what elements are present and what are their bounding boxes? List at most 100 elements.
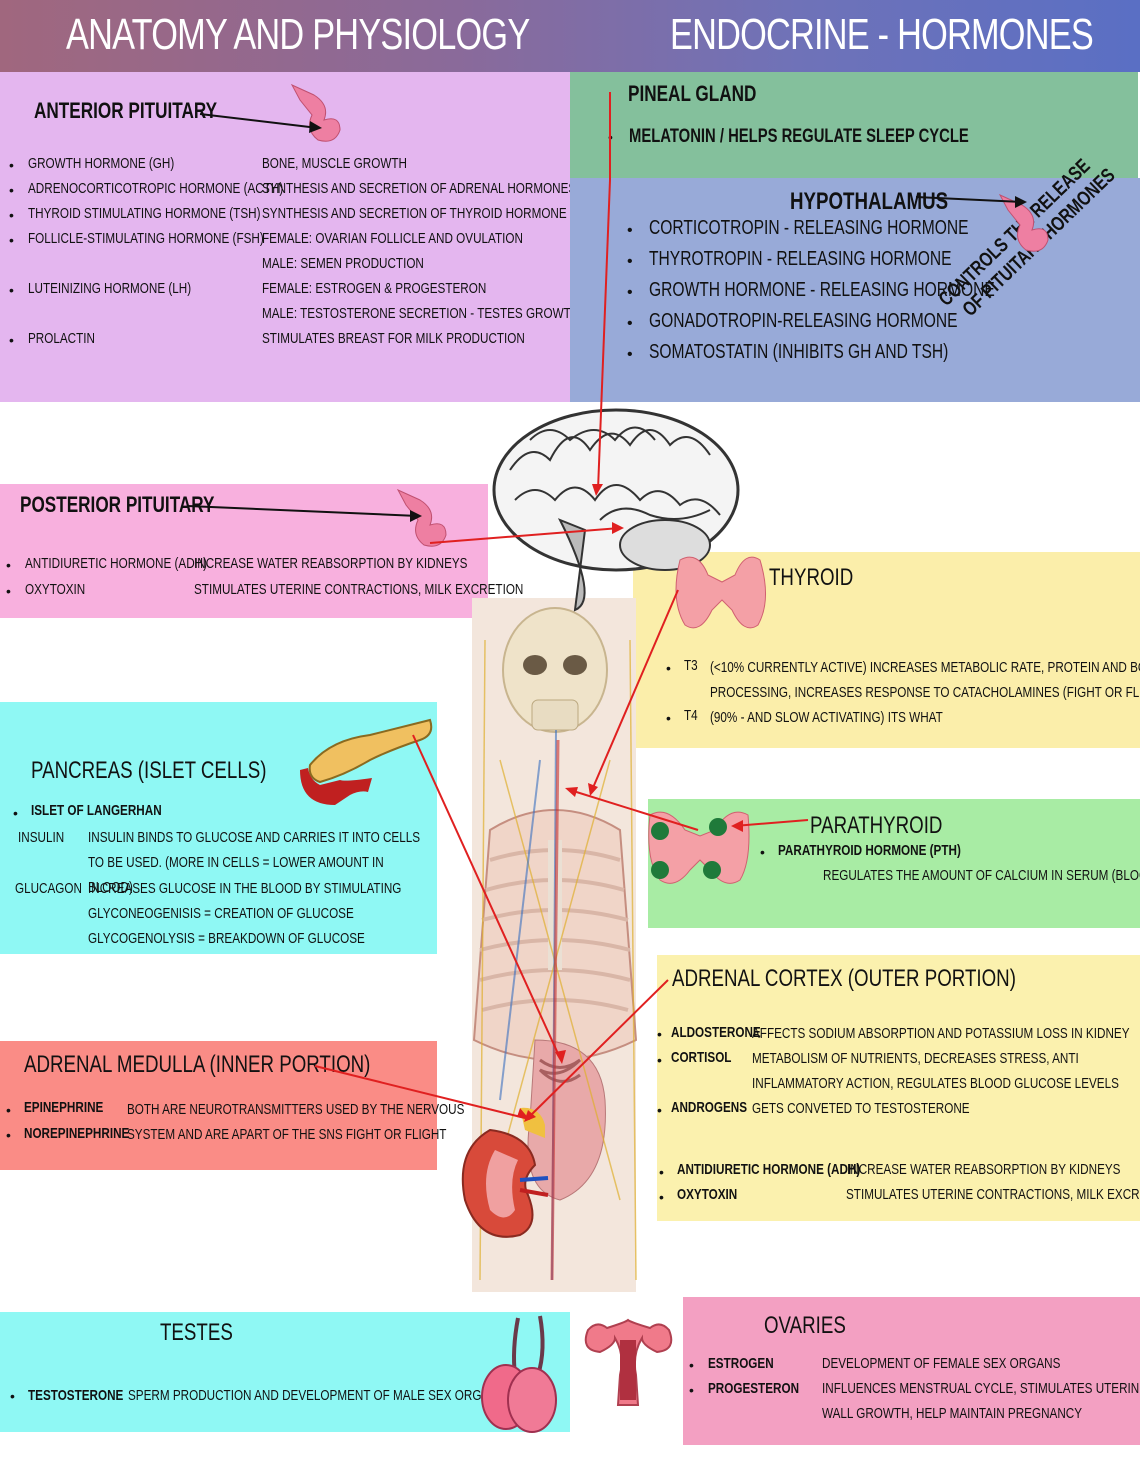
hypothalamus-item: GONADOTROPIN-RELEASING HORMONE	[649, 310, 958, 332]
ovaries-title: OVARIES	[764, 1312, 846, 1339]
uterus-icon	[584, 1318, 673, 1406]
posterior-row-name: OXYTOXIN	[25, 581, 86, 598]
thyroid-row-desc: (90% - AND SLOW ACTIVATING) ITS WHAT	[710, 709, 943, 726]
posterior-pituitary-title: POSTERIOR PITUITARY	[20, 492, 215, 517]
bullet-icon: •	[9, 182, 14, 198]
adrenal-cortex-row-name: ANDROGENS	[671, 1099, 748, 1116]
adrenal-medulla-row-name: EPINEPHRINE	[24, 1099, 104, 1116]
parathyroid-desc: REGULATES THE AMOUNT OF CALCIUM IN SERUM…	[823, 867, 1140, 884]
pancreas-row-desc: GLYCONEOGENISIS = CREATION OF GLUCOSE	[88, 905, 354, 922]
adrenal-medulla-row-desc: BOTH ARE NEUROTRANSMITTERS USED BY THE N…	[127, 1101, 465, 1118]
anterior-row-desc: STIMULATES BREAST FOR MILK PRODUCTION	[262, 330, 525, 347]
ovaries-row-name: PROGESTERON	[708, 1380, 800, 1397]
pancreas-row-desc: BLOOD)	[88, 879, 133, 896]
pineal-item: MELATONIN / HELPS REGULATE SLEEP CYCLE	[629, 126, 969, 147]
anterior-row-desc: SYNTHESIS AND SECRETION OF THYROID HORMO…	[262, 205, 567, 222]
testes-row-name: TESTOSTERONE	[28, 1387, 124, 1404]
ovaries-row-desc: INFLUENCES MENSTRUAL CYCLE, STIMULATES U…	[822, 1380, 1140, 1397]
adrenal-cortex-row-desc: INFLAMMATORY ACTION, REGULATES BLOOD GLU…	[752, 1075, 1119, 1092]
thyroid-gland-icon	[675, 556, 767, 629]
pineal-gland-panel: PINEAL GLAND • MELATONIN / HELPS REGULAT…	[570, 72, 1138, 178]
adrenal-cortex-row-name: ALDOSTERONE	[671, 1024, 761, 1041]
bullet-icon: •	[689, 1382, 694, 1398]
anterior-row-desc: MALE: SEMEN PRODUCTION	[262, 255, 424, 272]
posterior-row-desc: STIMULATES UTERINE CONTRACTIONS, MILK EX…	[194, 581, 524, 598]
pituitary-gland-icon	[998, 193, 1049, 252]
thyroid-row-desc: PROCESSING, INCREASES RESPONSE TO CATACH…	[710, 684, 1140, 701]
adrenal-cortex-title: ADRENAL CORTEX (OUTER PORTION)	[672, 965, 1016, 992]
anterior-row-name: GROWTH HORMONE (GH)	[28, 155, 175, 172]
posterior-pituitary-panel: POSTERIOR PITUITARY • • ANTIDIURETIC HOR…	[0, 484, 523, 618]
ovaries-row-desc: DEVELOPMENT OF FEMALE SEX ORGANS	[822, 1355, 1061, 1372]
pancreas-icon	[300, 718, 433, 805]
hypothalamus-item: THYROTROPIN - RELEASING HORMONE	[649, 248, 952, 270]
ovaries-row-name: ESTROGEN	[708, 1355, 774, 1372]
adrenal-cortex-row-desc: INCREASE WATER REABSORPTION BY KIDNEYS	[847, 1161, 1121, 1178]
bullet-icon: •	[6, 583, 11, 599]
posterior-row-desc: INCREASE WATER REABSORPTION BY KIDNEYS	[194, 555, 468, 572]
anterior-pituitary-title: ANTERIOR PITUITARY	[34, 98, 218, 123]
bullet-icon: •	[689, 1357, 694, 1373]
black-arrows	[187, 113, 1024, 517]
testes-panel: TESTES • TESTOSTERONE SPERM PRODUCTION A…	[0, 1312, 570, 1432]
testes-title: TESTES	[160, 1319, 233, 1346]
bullet-icon: •	[9, 207, 14, 223]
anterior-row-desc: BONE, MUSCLE GROWTH	[262, 155, 407, 172]
arrow-heads-red	[517, 484, 743, 1122]
bullet-icon: •	[6, 1102, 11, 1118]
pituitary-gland-icon	[396, 488, 447, 547]
pancreas-row-desc: INSULIN BINDS TO GLUCOSE AND CARRIES IT …	[88, 829, 421, 846]
bullet-icon: •	[657, 1102, 662, 1118]
anterior-pituitary-panel: ANTERIOR PITUITARY GROWTH HORMONE (GH) B…	[0, 72, 579, 402]
hypothalamus-item: SOMATOSTATIN (INHIBITS GH AND TSH)	[649, 341, 949, 363]
hypothalamus-item: CORTICOTROPIN - RELEASING HORMONE	[649, 217, 969, 239]
arrow-heads	[309, 121, 1027, 522]
posterior-row-name: ANTIDIURETIC HORMONE (ADH)	[25, 555, 207, 572]
adrenal-cortex-row-desc: GETS CONVETED TO TESTOSTERONE	[752, 1100, 970, 1117]
bullet-icon: •	[6, 557, 11, 573]
adrenal-medulla-row-desc: SYSTEM AND ARE APART OF THE SNS FIGHT OR…	[127, 1126, 447, 1143]
anterior-row-name: ADRENOCORTICOTROPIC HORMONE (ACTH)	[28, 180, 284, 197]
bullet-icon: •	[13, 805, 18, 821]
thyroid-row-name: T4	[684, 707, 698, 724]
anterior-row-desc: FEMALE: ESTROGEN & PROGESTERON	[262, 280, 487, 297]
adrenal-medulla-row-name: NOREPINEPHRINE	[24, 1125, 130, 1142]
hypothalamus-title: HYPOTHALAMUS	[790, 188, 949, 215]
bullet-icon: •	[657, 1052, 662, 1068]
adrenal-cortex-row-desc: STIMULATES UTERINE CONTRACTIONS, MILK EX…	[846, 1186, 1140, 1203]
pancreas-row-desc: INCREASES GLUCOSE IN THE BLOOD BY STIMUL…	[88, 880, 402, 897]
bullet-icon: •	[627, 253, 633, 270]
parathyroid-title: PARATHYROID	[810, 812, 943, 839]
pancreas-row-desc: GLYCOGENOLYSIS = BREAKDOWN OF GLUCOSE	[88, 930, 365, 947]
adrenal-cortex-row-name: CORTISOL	[671, 1049, 732, 1066]
bullet-icon: •	[9, 232, 14, 248]
thyroid-title: THYROID	[769, 564, 854, 591]
parathyroid-gland-icon	[648, 811, 750, 884]
bullet-icon: •	[760, 844, 765, 860]
bullet-icon: •	[9, 157, 14, 173]
testes-row-desc: SPERM PRODUCTION AND DEVELOPMENT OF MALE…	[128, 1387, 498, 1404]
bullet-icon: •	[6, 1127, 11, 1143]
bullet-icon: •	[659, 1189, 664, 1205]
ovaries-panel: OVARIES • • ESTROGEN DEVELOPMENT OF FEMA…	[683, 1297, 1140, 1445]
pancreas-bullet: ISLET OF LANGERHAN	[31, 802, 162, 819]
bullet-icon: •	[659, 1164, 664, 1180]
page-header: ANATOMY AND PHYSIOLOGY ENDOCRINE - HORMO…	[0, 0, 1140, 72]
anterior-row-name: PROLACTIN	[28, 330, 95, 347]
anterior-row-name: LUTEINIZING HORMONE (LH)	[28, 280, 192, 297]
pancreas-title: PANCREAS (ISLET CELLS)	[31, 757, 267, 784]
adrenal-medulla-title: ADRENAL MEDULLA (INNER PORTION)	[24, 1051, 371, 1078]
anterior-row-name: THYROID STIMULATING HORMONE (TSH)	[28, 205, 261, 222]
brain-illustration	[492, 408, 740, 612]
adrenal-medulla-panel: ADRENAL MEDULLA (INNER PORTION) • • EPIN…	[0, 1041, 464, 1170]
ovaries-row-desc: WALL GROWTH, HELP MAINTAIN PREGNANCY	[822, 1405, 1083, 1422]
thyroid-row-desc: (<10% CURRENTLY ACTIVE) INCREASES METABO…	[710, 659, 1140, 676]
parathyroid-bullet: PARATHYROID HORMONE (PTH)	[778, 842, 961, 859]
thyroid-row-name: T3	[684, 657, 698, 674]
anterior-row-desc: FEMALE: OVARIAN FOLLICLE AND OVULATION	[262, 230, 523, 247]
bullet-icon: •	[666, 710, 671, 726]
hypothalamus-panel: HYPOTHALAMUS • • • • • CORTICOTROPIN - R…	[570, 155, 1140, 402]
adrenal-cortex-panel: ADRENAL CORTEX (OUTER PORTION) • • • • •…	[657, 955, 1140, 1221]
bullet-icon: •	[666, 660, 671, 676]
